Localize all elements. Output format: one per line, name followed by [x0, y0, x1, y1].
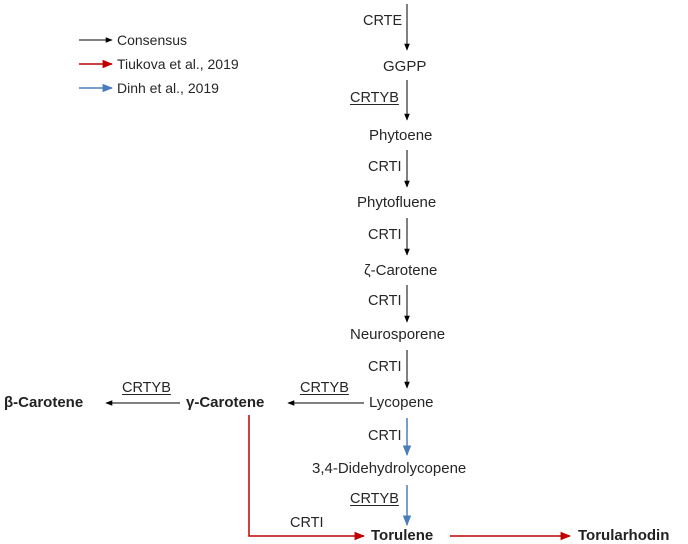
- enzyme-crti-torulene: CRTI: [290, 515, 324, 531]
- arrow-gamma-torulene: [248, 415, 366, 541]
- compound-torularhodin: Torularhodin: [578, 527, 670, 544]
- enzyme-crti-lycopene: CRTI: [368, 428, 402, 444]
- legend-tiukova-label: Tiukova et al., 2019: [117, 56, 239, 72]
- compound-zeta-carotene: ζ-Carotene: [364, 262, 438, 279]
- enzyme-crti-phytofluene: CRTI: [368, 227, 402, 243]
- compound-neurosporene: Neurosporene: [350, 326, 446, 343]
- enzyme-crte: CRTE: [363, 13, 403, 29]
- enzyme-crtyb-didehydro: CRTYB: [350, 491, 399, 507]
- compound-gamma-carotene: γ-Carotene: [186, 394, 265, 411]
- legend-dinh-label: Dinh et al., 2019: [117, 80, 219, 96]
- compound-beta-carotene: β-Carotene: [4, 394, 84, 411]
- compound-phytofluene: Phytofluene: [357, 194, 437, 211]
- legend-consensus-label: Consensus: [117, 32, 188, 48]
- compound-phytoene: Phytoene: [369, 127, 433, 144]
- enzyme-crti-phytoene: CRTI: [368, 159, 402, 175]
- enzyme-crtyb-gamma-beta: CRTYB: [122, 380, 171, 396]
- compound-lycopene: Lycopene: [369, 394, 434, 411]
- enzyme-crtyb-ggpp: CRTYB: [350, 90, 399, 106]
- compound-ggpp: GGPP: [383, 58, 427, 75]
- enzyme-crtyb-lycopene-gamma: CRTYB: [300, 380, 349, 396]
- compound-didehydrolycopene: 3,4-Didehydrolycopene: [312, 460, 467, 477]
- enzyme-crti-neurosporene: CRTI: [368, 359, 402, 375]
- compound-torulene: Torulene: [371, 527, 434, 544]
- enzyme-crti-zeta: CRTI: [368, 293, 402, 309]
